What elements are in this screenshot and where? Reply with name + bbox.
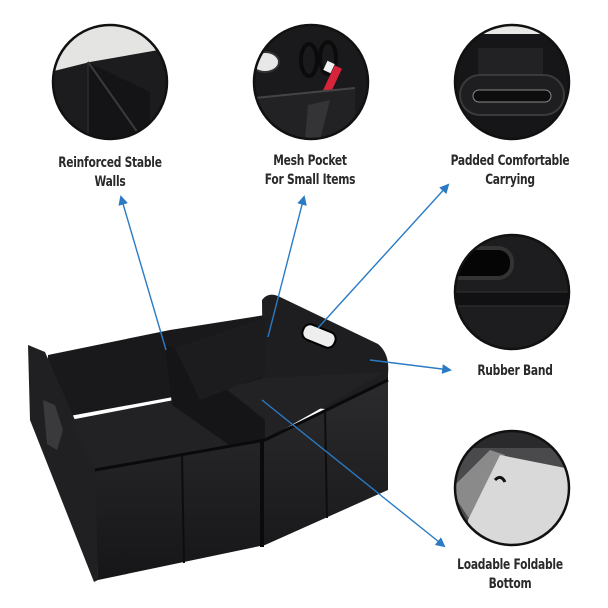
feature-label-mesh: Mesh Pocket For Small Items — [264, 153, 356, 188]
trunk-organizer-product-image — [28, 294, 389, 582]
arrow-walls — [118, 195, 167, 351]
callout-arrows — [118, 183, 452, 548]
feature-label-band: Rubber Band — [477, 363, 553, 379]
feature-label-walls: Reinforced Stable Walls — [58, 155, 162, 190]
divider-wall-closeup-icon — [51, 23, 169, 141]
arrow-carry — [317, 183, 450, 329]
arrow-bottom — [261, 399, 446, 548]
arrow-mesh — [267, 195, 307, 338]
foldable-bottom-closeup-icon — [453, 429, 571, 547]
handle-closeup-icon — [453, 23, 571, 141]
feature-label-carry: Padded Comfortable Carrying — [450, 153, 570, 188]
rubber-band-closeup-icon — [453, 233, 571, 351]
feature-label-bottom: Loadable Foldable Bottom — [457, 557, 563, 592]
mesh-pocket-closeup-icon — [252, 23, 370, 141]
arrow-band — [369, 359, 452, 374]
